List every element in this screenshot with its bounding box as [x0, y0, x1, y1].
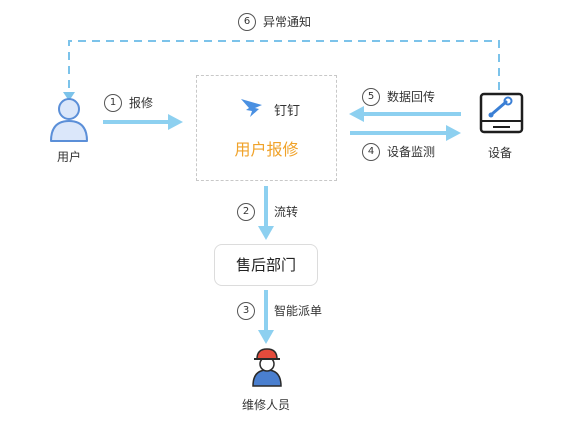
device-monitor-arrowhead — [446, 125, 461, 141]
data-return-arrowhead — [349, 106, 364, 122]
dingtalk-platform-box: 钉钉 用户报修 — [196, 75, 337, 181]
dingtalk-name: 钉钉 — [274, 104, 301, 119]
device-label: 设备 — [488, 146, 513, 160]
dispatch-arrowhead — [258, 330, 274, 344]
step-3-label: 智能派单 — [274, 304, 323, 318]
abnormal-notice-arrow — [68, 40, 500, 94]
step-2-label: 流转 — [274, 205, 299, 219]
user-repair-label: 用户报修 — [234, 140, 299, 159]
step-5-number: 5 — [362, 88, 380, 106]
dingtalk-logo-icon — [241, 99, 262, 117]
step-3-number: 3 — [237, 302, 255, 320]
step-2-number: 2 — [237, 203, 255, 221]
device-icon — [479, 92, 524, 134]
repair-staff-label: 维修人员 — [242, 398, 291, 412]
user-icon — [50, 98, 88, 142]
step-4-label: 设备监测 — [387, 145, 436, 159]
abnormal-notice-arrowhead — [63, 92, 75, 101]
step-5-label: 数据回传 — [387, 90, 436, 104]
step-1-number: 1 — [104, 94, 122, 112]
step-6-label: 异常通知 — [263, 15, 312, 29]
after-sales-box: 售后部门 — [214, 244, 318, 286]
step-6-number: 6 — [238, 13, 256, 31]
user-label: 用户 — [57, 150, 82, 164]
report-arrowhead — [168, 114, 183, 130]
step-4-number: 4 — [362, 143, 380, 161]
transfer-arrowhead — [258, 226, 274, 240]
repair-staff-icon — [252, 348, 282, 387]
step-1-label: 报修 — [129, 96, 154, 110]
